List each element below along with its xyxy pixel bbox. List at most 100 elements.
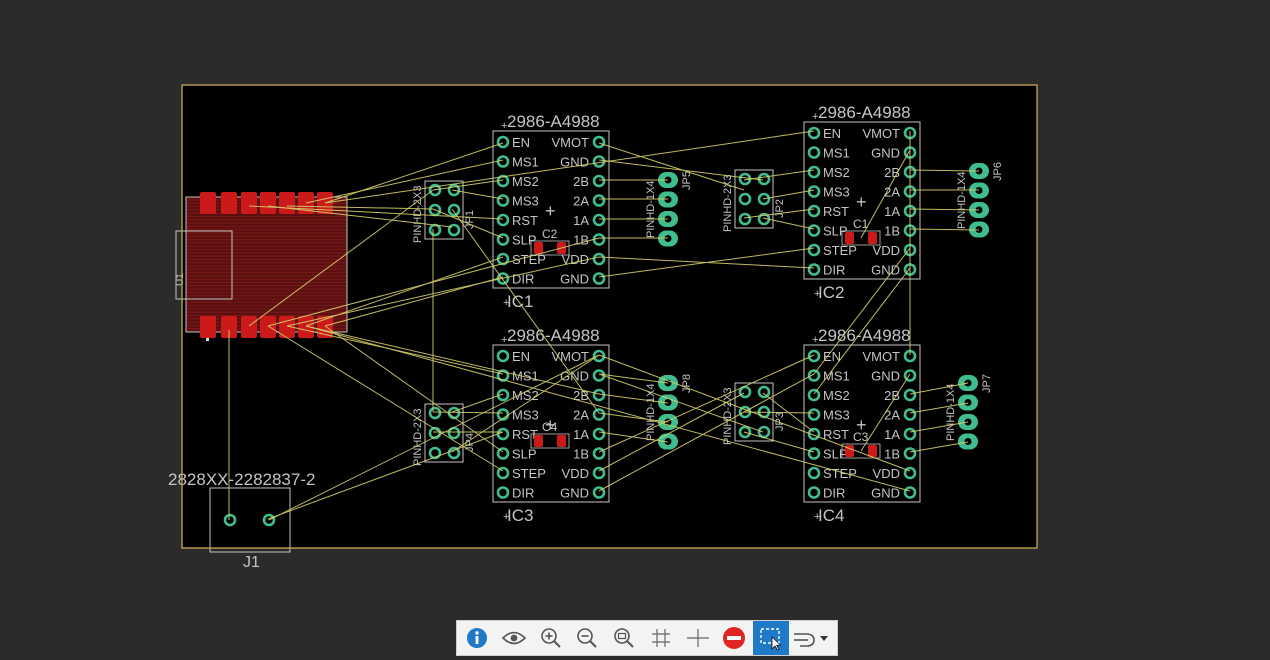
ic-left-pin-label: RST [512, 213, 538, 228]
zoom-out-icon [577, 628, 598, 648]
ic-left-pin-label: MS1 [823, 146, 850, 161]
zoom-out-button[interactable] [569, 621, 606, 655]
ic-left-pad [496, 447, 510, 460]
header-pad [428, 406, 442, 420]
ic-left-pad [496, 466, 510, 480]
terminal-pad [262, 513, 276, 527]
ic-right-pin-label: 1B [573, 447, 589, 462]
u1-ref-label: U1 [175, 273, 186, 286]
airwire [267, 205, 453, 228]
ic-right-pad [592, 408, 606, 421]
ic-right-pin-label: GND [871, 263, 900, 278]
route-button[interactable] [789, 621, 835, 655]
ic-right-pin-label: 2A [573, 194, 589, 209]
ic-left-pin-label: DIR [823, 263, 845, 278]
ic-left-pad [807, 388, 821, 402]
airwire [598, 393, 669, 404]
airwire [451, 393, 504, 413]
cap-pad [557, 435, 566, 447]
ic-left-pad [807, 427, 821, 441]
cap-pad [845, 232, 854, 244]
ic-right-pin-label: 1B [884, 224, 900, 239]
ic-left-pad [496, 194, 510, 207]
zoom-fit-button[interactable] [606, 621, 643, 655]
airwire [324, 276, 504, 327]
ic-left-pad [496, 369, 510, 382]
cap-outline [841, 443, 881, 459]
header-pad [428, 446, 442, 460]
origin-cross: + [503, 297, 509, 309]
ic-right-pin-label: GND [871, 369, 900, 384]
stop-button[interactable] [716, 621, 753, 655]
cap-pad [868, 445, 877, 457]
airwire [813, 247, 911, 375]
cap-pad [534, 242, 543, 254]
ic-right-pin-label: GND [560, 486, 589, 501]
grid-button[interactable] [643, 621, 680, 655]
ic-left-pin-label: MS2 [823, 388, 850, 403]
ic-right-pin-label: 1A [884, 204, 900, 219]
ic-right-pad [903, 427, 917, 441]
airwire [451, 354, 600, 453]
ic-right-pin-label: 2B [573, 174, 589, 189]
u1-bottom-pad [241, 316, 257, 338]
airwire [268, 354, 600, 521]
ic-right-pad [592, 213, 606, 227]
ic-right-pad [903, 369, 917, 382]
cap-outline [841, 230, 881, 246]
ic-right-pin-label: 1B [884, 447, 900, 462]
ic-center-cross: + [545, 201, 556, 221]
airwire [305, 256, 504, 327]
cap-ref-label: C1 [853, 217, 869, 231]
ic-ref-label: IC4 [818, 506, 844, 525]
origin-cross: + [814, 511, 820, 523]
ic-left-pin-label: RST [823, 427, 849, 442]
ic-left-pad [807, 146, 821, 159]
crosshair-button[interactable] [679, 621, 716, 655]
ic-left-pad [496, 388, 510, 402]
ic-left-pad [807, 466, 821, 480]
cap-ref-label: C4 [542, 420, 558, 434]
ic-right-pad [903, 466, 917, 480]
ic-left-pin-label: SLP [823, 447, 848, 462]
ic-right-pad [592, 349, 606, 363]
ic-left-pin-label: EN [512, 135, 530, 150]
cap-outline [530, 240, 570, 256]
header-pad [447, 406, 461, 420]
header-pad [428, 426, 442, 440]
airwire [451, 208, 600, 414]
ic-left-pin-label: MS3 [512, 194, 539, 209]
ic-right-pad [592, 194, 606, 207]
ic-right-pin-label: GND [560, 155, 589, 170]
header-pad-hole [964, 438, 972, 445]
crosshair-icon [686, 629, 709, 647]
ic-left-pin-label: MS3 [512, 408, 539, 423]
zoom-in-button[interactable] [532, 621, 569, 655]
board-outline [181, 84, 1038, 549]
header-pad [447, 203, 461, 217]
ic-left-pad [807, 263, 821, 276]
visibility-button[interactable] [496, 621, 533, 655]
airwire [909, 228, 980, 231]
info-button[interactable] [459, 621, 496, 655]
header-ref-label: JP8 [681, 374, 693, 393]
ic-value-label: 2986-A4988 [818, 103, 911, 122]
ic-right-pin-label: 2B [884, 165, 900, 180]
airwire [305, 325, 911, 492]
header-outline [734, 169, 774, 229]
ic-left-pad [807, 408, 821, 421]
ic-right-pin-label: VDD [562, 466, 589, 481]
header-ref-label: JP7 [981, 374, 993, 393]
u1-top-pad [279, 192, 295, 214]
ic-left-pad [496, 135, 510, 149]
header-ref-label: JP3 [774, 412, 786, 431]
ic-left-pad [496, 486, 510, 499]
select-button[interactable] [752, 621, 790, 655]
terminal-j1: 2828XX-2282837-2J1 [168, 470, 315, 571]
header-value-label: PINHD-1X4 [945, 384, 957, 441]
airwire [743, 431, 815, 453]
zoom-in-icon [540, 628, 561, 648]
ic-right-pad [903, 408, 917, 421]
ic-left-pin-label: DIR [823, 486, 845, 501]
